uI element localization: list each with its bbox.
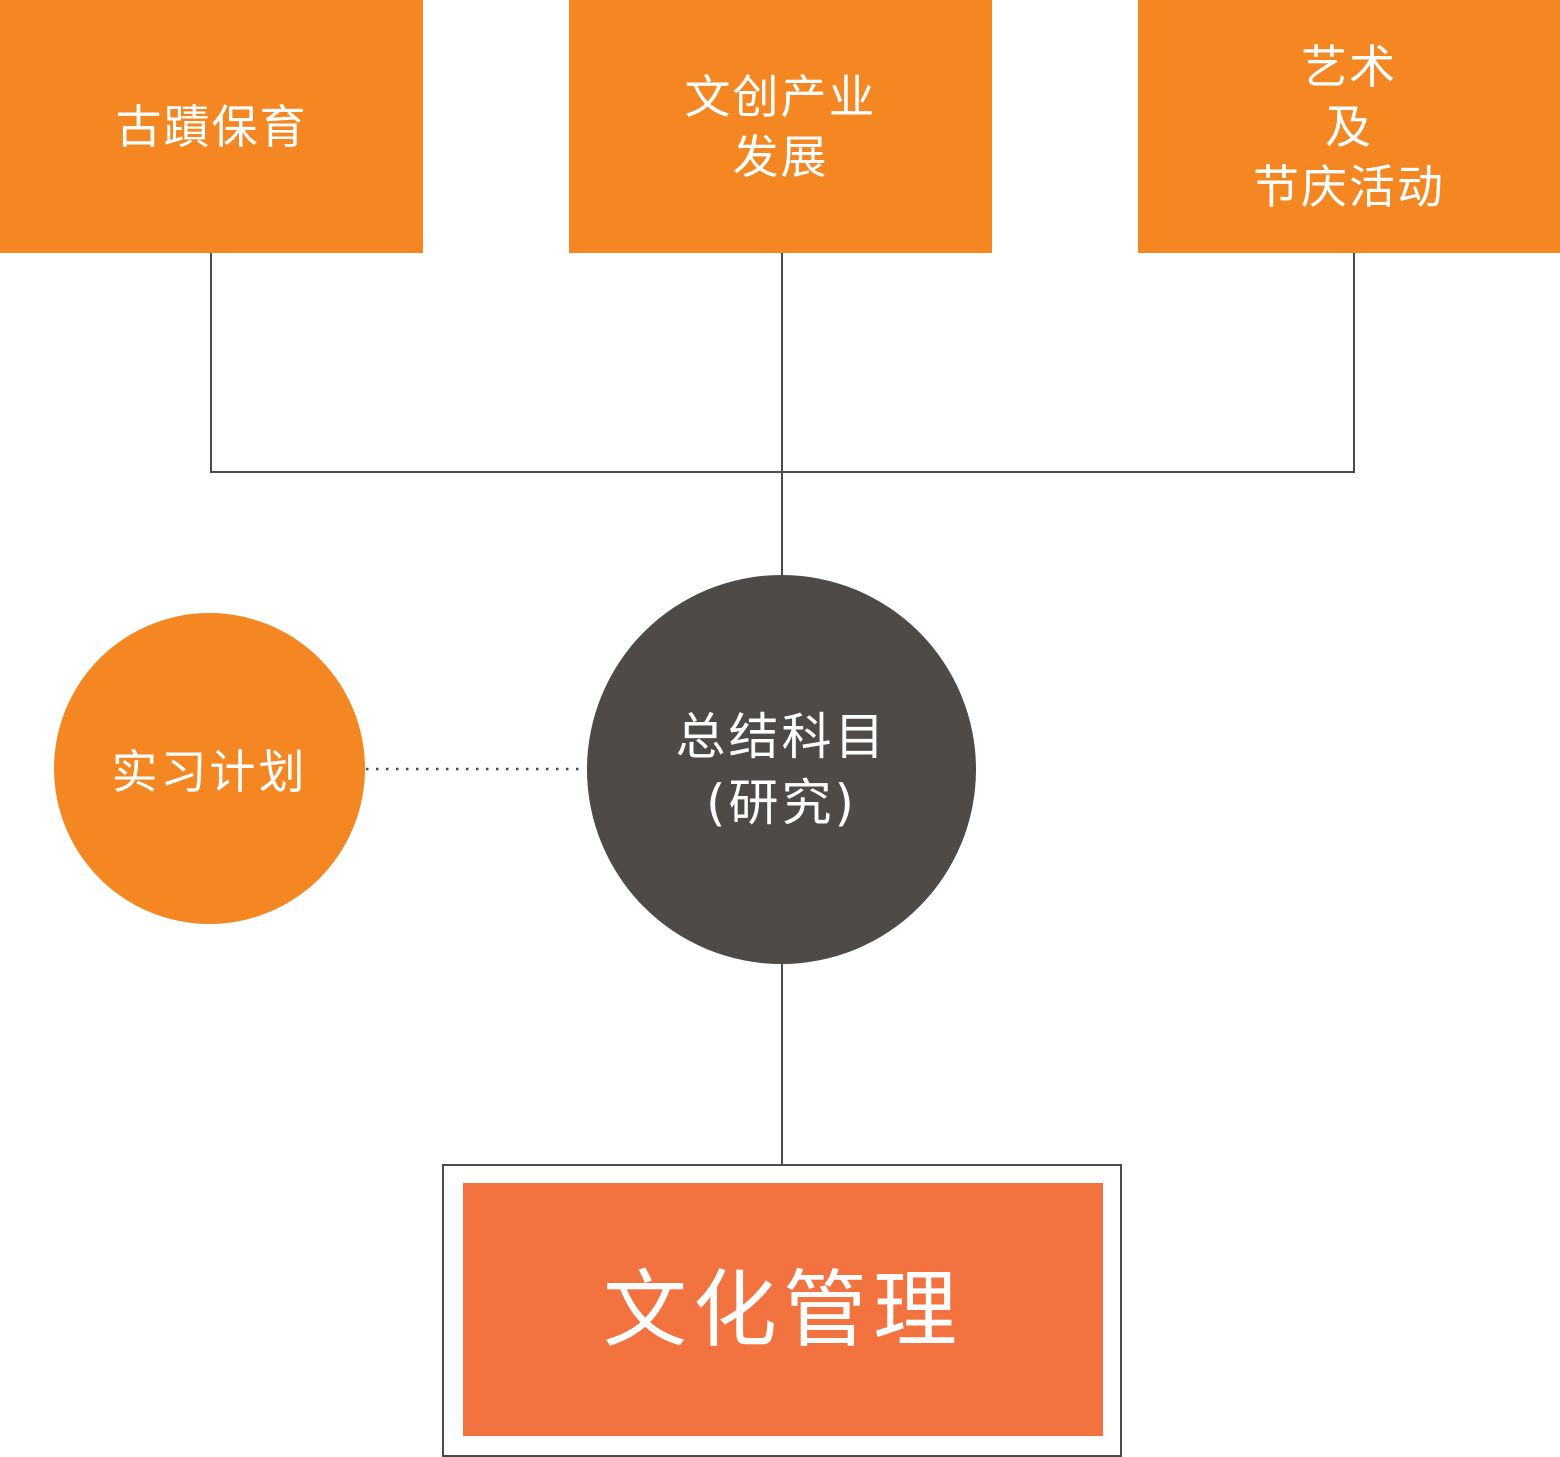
circle-internship: 实习计划 [54, 613, 365, 924]
box-creative-industries: 文创产业 发展 [569, 0, 992, 253]
box-arts-label: 艺术 及 节庆活动 [1253, 37, 1445, 217]
circle-capstone-label: 总结科目 (研究) [676, 704, 888, 836]
box-creative-line-1: 文创产业 [684, 69, 877, 124]
circle-internship-label: 实习计划 [111, 744, 308, 799]
box-main-label: 文化管理 [602, 1260, 963, 1359]
box-arts-line-1: 艺术 [1301, 39, 1397, 94]
circle-capstone-line-1: 总结科目 [675, 707, 888, 766]
box-creative-label: 文创产业 发展 [685, 67, 877, 187]
box-arts-festivals: 艺术 及 节庆活动 [1138, 0, 1560, 253]
box-heritage-line-1: 古蹟保育 [115, 99, 308, 154]
box-arts-line-2: 及 [1325, 99, 1373, 154]
box-arts-line-3: 节庆活动 [1253, 159, 1445, 214]
box-heritage-label: 古蹟保育 [116, 97, 308, 157]
circle-capstone: 总结科目 (研究) [587, 575, 976, 964]
box-creative-line-2: 发展 [732, 129, 829, 184]
box-cultural-management: 文化管理 [463, 1183, 1103, 1436]
box-heritage-conservation: 古蹟保育 [0, 0, 423, 253]
circle-capstone-line-2: (研究) [705, 773, 857, 832]
